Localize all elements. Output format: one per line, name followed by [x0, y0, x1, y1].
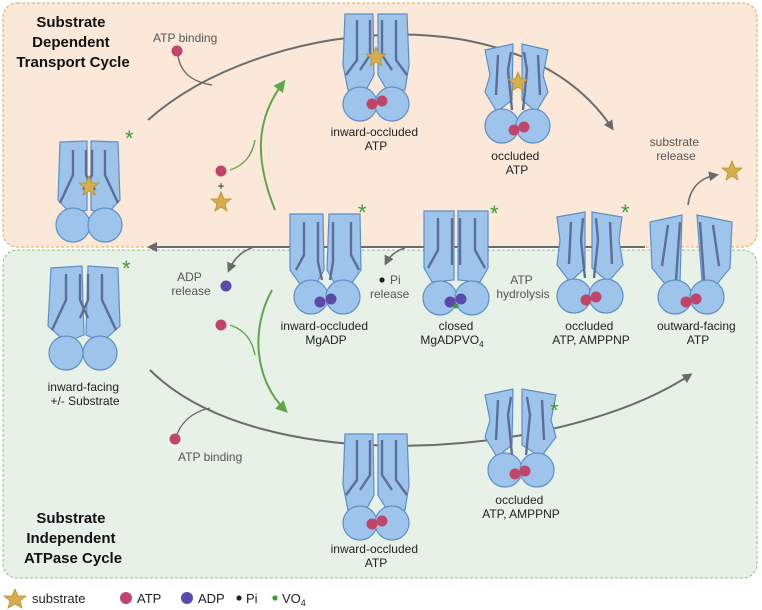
atp-dot-icon: [509, 468, 521, 480]
legend-substrate: substrate: [32, 591, 85, 606]
adp-dot-icon: [220, 280, 232, 292]
protein-outward-facing-atp: [649, 214, 733, 315]
atp-dot-icon: [590, 291, 602, 303]
label-occluded-atp-amppnp-bottom: occluded ATP, AMPPNP: [482, 493, 560, 521]
vo4-dot-icon: [453, 303, 459, 309]
asterisk-mark: *: [550, 398, 559, 423]
atp-dot-icon: [519, 465, 531, 477]
legend: substrate ATP ADP Pi VO4: [2, 587, 306, 609]
atp-dot-icon: [518, 121, 530, 133]
label-atp-binding-bottom: ATP binding: [178, 450, 242, 464]
protein-inward-facing-bottom: *: [47, 256, 131, 371]
legend-pi: Pi: [246, 591, 258, 606]
label-adp-release: ADP release: [171, 270, 211, 298]
legend-vo4: VO4: [282, 591, 306, 608]
star-icon: [506, 70, 530, 92]
green-arrow-lower: [257, 289, 288, 413]
atpase-cycle-panel: [2, 249, 758, 579]
label-inward-occluded-mgadp: inward-occluded MgADP: [281, 319, 372, 347]
star-icon: [77, 174, 101, 196]
asterisk-mark: *: [122, 256, 131, 281]
protein-occluded-atp-amppnp-mid: *: [556, 200, 630, 314]
pi-dot-icon: [379, 277, 385, 283]
atp-dot-icon: [120, 592, 132, 604]
transport-cycle-title: Substrate Dependent Transport Cycle: [16, 14, 129, 71]
label-occluded-atp-top: occluded ATP: [491, 149, 542, 177]
star-icon: [364, 45, 388, 67]
atp-dot-icon: [171, 45, 183, 57]
protein-inward-occluded-atp-bottom: [342, 433, 410, 541]
atp-dot-icon: [215, 165, 227, 177]
adp-dot-icon: [455, 293, 467, 305]
label-mgadpvo4: MgADPVO4: [420, 333, 484, 349]
atp-dot-icon: [366, 518, 378, 530]
atp-dot-icon: [366, 98, 378, 110]
green-arrow-upper: [259, 79, 286, 211]
protein-inward-occluded-mgadp: *: [289, 200, 367, 315]
label-substrate-release: substrate release: [650, 135, 703, 163]
pi-dot-icon: [236, 595, 242, 601]
asterisk-mark: *: [125, 126, 134, 151]
green-arrow-connector-top: [229, 139, 256, 171]
atp-binding-top-connector: [177, 54, 213, 86]
label-pi-release: Pi release: [370, 273, 410, 301]
protein-closed-mgadpvo4: *: [422, 201, 499, 316]
adp-dot-icon: [444, 296, 456, 308]
plus-sign: +: [217, 179, 224, 193]
label-atp-hydrolysis: ATP hydrolysis: [496, 273, 549, 301]
label-outward-facing-atp: outward-facing ATP: [657, 319, 739, 347]
protein-occluded-atp-top: [484, 43, 551, 144]
green-arrow-connector-bottom: [229, 324, 256, 356]
protein-occluded-atp-amppnp-bottom: *: [484, 388, 559, 488]
label-closed: closed: [439, 319, 474, 333]
star-icon: [209, 190, 233, 212]
pi-release-arrow: [384, 247, 406, 266]
atp-dot-icon: [508, 124, 520, 136]
label-inward-occluded-atp-top: inward-occluded ATP: [331, 125, 422, 153]
adp-release-arrow: [227, 247, 253, 273]
asterisk-mark: *: [358, 200, 367, 225]
substrate-release-arrow: [687, 171, 719, 206]
adp-dot-icon: [314, 296, 326, 308]
atp-dot-icon: [580, 294, 592, 306]
star-icon: [720, 159, 744, 181]
atp-dot-icon: [690, 293, 702, 305]
atp-dot-icon: [376, 515, 388, 527]
protein-inward-occluded-atp-top: [342, 13, 410, 122]
vo4-dot-icon: [272, 595, 278, 601]
legend-atp: ATP: [137, 591, 161, 606]
label-inward-occluded-atp-bottom: inward-occluded ATP: [331, 542, 422, 570]
adp-dot-icon: [181, 592, 193, 604]
protein-inward-facing-substrate-top: *: [55, 126, 134, 243]
label-atp-binding-top: ATP binding: [153, 31, 217, 45]
label-occluded-atp-amppnp-mid: occluded ATP, AMPPNP: [552, 319, 630, 347]
star-icon: [2, 587, 28, 609]
adp-dot-icon: [325, 293, 337, 305]
legend-adp: ADP: [198, 591, 225, 606]
atp-dot-icon: [215, 319, 227, 331]
atp-dot-icon: [680, 296, 692, 308]
transport-cycle-panel: [2, 2, 758, 248]
atp-dot-icon: [376, 95, 388, 107]
asterisk-mark: *: [621, 200, 630, 225]
label-inward-facing: inward-facing +/- Substrate: [48, 380, 123, 408]
atp-dot-icon: [169, 433, 181, 445]
atpase-cycle-title: Substrate Independent ATPase Cycle: [24, 510, 122, 567]
asterisk-mark: *: [490, 201, 499, 226]
